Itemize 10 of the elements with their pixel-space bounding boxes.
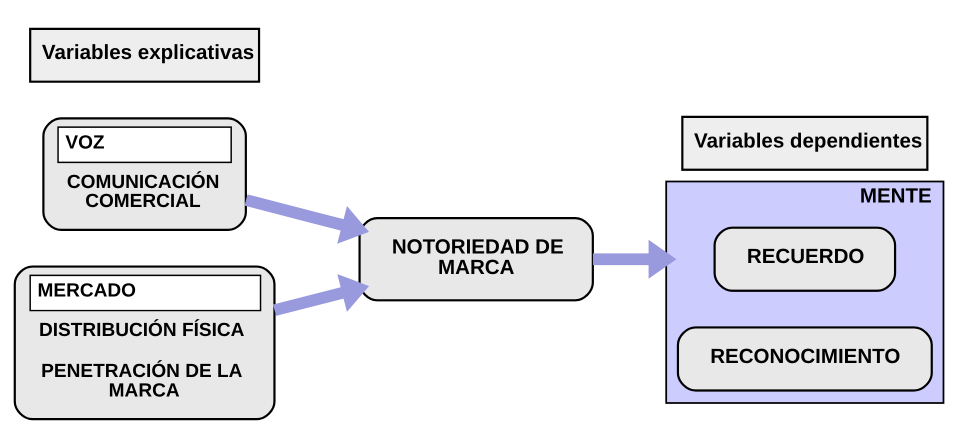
arrow	[244, 194, 370, 244]
arrow	[592, 240, 676, 279]
node-box: Variables explicativas	[29, 28, 260, 83]
node-box: Variables dependientes	[681, 116, 928, 171]
node-box: NOTORIEDAD DE MARCA	[358, 217, 594, 302]
node-box: MERCADO DISTRIBUCIÓN FÍSICA PENETRACIÓN DE LA MARCA	[14, 265, 276, 420]
node-box: RECONOCIMIENTO	[676, 326, 933, 392]
node-box: VOZ COMUNICACIÓN COMERCIAL	[42, 117, 247, 231]
arrow	[273, 274, 370, 316]
node-box: RECUERDO	[714, 226, 896, 292]
